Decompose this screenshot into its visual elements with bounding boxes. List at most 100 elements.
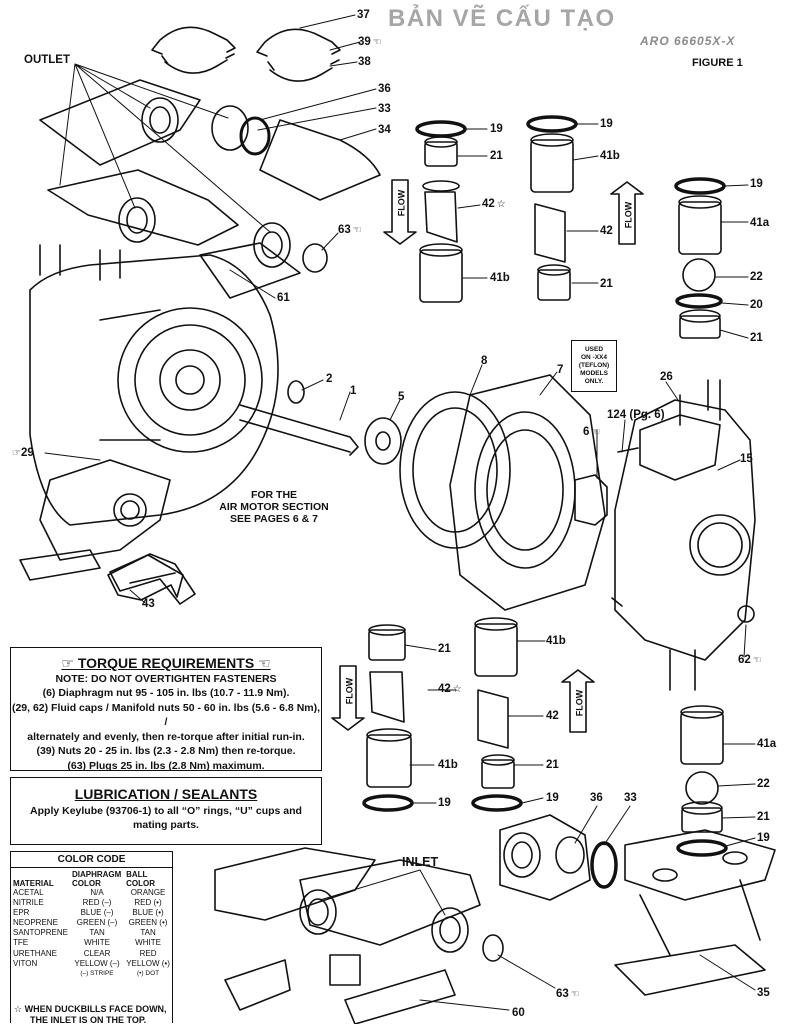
part-label-5: 5 [398,391,405,403]
flow-arrow-up-lower [561,669,595,733]
nut-62 [737,605,755,623]
part-label-21d: 21 [438,643,451,655]
flow-label-3: FLOW [344,677,355,705]
flow-arrow-down-upper [383,179,417,245]
part-label-19c: 19 [750,178,763,190]
part-label-19a: 19 [490,123,503,135]
check-stack-upper-right [674,177,726,339]
part-label-63a: 63☜ [338,224,362,236]
lubrication-heading: LUBRICATION / SEALANTS [74,786,258,802]
o-ring-2 [287,380,305,404]
outlet-manifold [39,79,381,299]
part-label-41b-d: 41b [546,635,566,647]
pointing-hand-icon: ☜ [352,225,362,236]
column-header: MATERIAL [13,879,54,888]
leader-lines [44,14,756,1011]
flow-label-2: FLOW [623,201,634,229]
part-label-34: 34 [378,124,391,136]
flow-arrow-up-upper [610,181,644,245]
part-label-41a-b: 41a [757,738,777,750]
part-label-36: 36 [378,83,391,95]
part-label-22a: 22 [750,271,763,283]
flow-label-4: FLOW [574,689,585,717]
pointing-hand-icon: ☜ [258,655,271,671]
pointing-hand-icon: ☞ [61,655,74,671]
part-label-29: ☞29 [12,447,34,459]
part-label-42c: 42☆ [438,683,462,695]
part-label-41b-b: 41b [600,150,620,162]
part-label-41b-a: 41b [490,272,510,284]
part-label-19b: 19 [600,118,613,130]
part-label-21f: 21 [757,811,770,823]
check-stack-lower-right [676,705,728,857]
pointing-hand-icon: ☞ [12,448,21,459]
part-label-63b: 63☜ [556,988,580,1000]
check-stack-upper-left [415,120,467,303]
model-number: ARO 66605X-X [640,34,736,48]
torque-heading: ☞ TORQUE REQUIREMENTS ☜ [61,655,271,671]
part-label-33b: 33 [624,792,637,804]
figure-label: FIGURE 1 [692,57,743,69]
flow-arrow-down-lower [331,665,365,731]
part-label-6: 6☜ [583,426,601,438]
part-label-20: 20 [750,299,763,311]
part-label-61: 61 [277,292,290,304]
part-label-22b: 22 [757,778,770,790]
part-label-1: 1 [350,385,357,397]
part-label-41a-a: 41a [750,217,770,229]
part-label-42a: 42☆ [482,198,506,210]
part-label-19d: 19 [438,797,451,809]
part-label-21a: 21 [490,150,503,162]
part-label-124: 124 (Pg. 6) [607,409,665,421]
torque-line: (6) Diaphragm nut 95 - 105 in. lbs (10.7… [42,687,290,699]
part-label-2: 2 [326,373,333,385]
right-pump-body [611,379,756,691]
part-label-33: 33 [378,103,391,115]
part-label-41b-c: 41b [438,759,458,771]
torque-note: NOTE: DO NOT OVERTIGHTEN FASTENERS [55,672,277,685]
inlet-elbow [499,814,618,901]
star-icon: ☆ [452,684,462,695]
lubrication-box: LUBRICATION / SEALANTS Apply Keylube (93… [10,777,322,845]
diaphragm-assembly [399,374,608,611]
check-stack-lower-mid [471,617,523,812]
part-label-35: 35 [757,987,770,999]
washer-5 [364,417,402,465]
table-row: (–) STRIPE(•) DOT [80,969,160,977]
teflon-note: USED ON -XX4 (TEFLON) MODELS ONLY. [571,340,617,392]
column-header: DIAPHRAGM COLOR [71,870,122,888]
part-label-36b: 36 [590,792,603,804]
part-label-19e: 19 [546,792,559,804]
inlet-manifold [214,847,504,1024]
part-label-38: 38 [358,56,371,68]
lubrication-line: mating parts. [133,819,199,831]
color-code-table: COLOR CODE MATERIAL DIAPHRAGM COLOR BALL… [10,851,173,1023]
air-motor-note: FOR THE AIR MOTOR SECTION SEE PAGES 6 & … [219,489,329,525]
part-label-8: 8 [481,355,488,367]
flow-label-1: FLOW [396,189,407,217]
part-label-21b: 21 [600,278,613,290]
foot-35 [614,829,776,996]
column-header: BALL COLOR [126,870,155,888]
part-label-15: 15 [740,453,753,465]
part-label-60: 60 [512,1007,525,1019]
clamp-pair-top [151,26,341,82]
check-stack-upper-mid [526,115,578,301]
part-label-26: 26 [660,371,673,383]
torque-line: alternately and evenly, then re-torque a… [27,730,305,743]
part-label-37: 37 [357,9,370,21]
page-title: BẢN VẼ CẤU TẠO [388,5,616,32]
color-code-heading: COLOR CODE [11,852,172,868]
part-label-39: 39☜ [358,36,382,48]
part-label-21e: 21 [546,759,559,771]
footnote: ☆ WHEN DUCKBILLS FACE DOWN, THE INLET IS… [14,1004,167,1025]
part-label-43: 43 [142,598,155,610]
lubrication-line: Apply Keylube (93706-1) to all “O” rings… [30,805,302,817]
